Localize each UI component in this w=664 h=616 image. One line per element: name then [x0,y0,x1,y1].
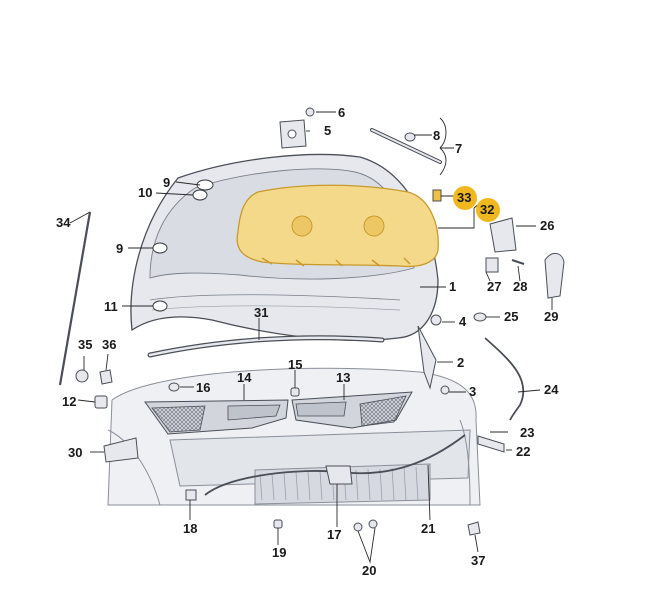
callout-23: 23 [520,425,535,440]
leader-lines [69,111,553,564]
callout-14: 14 [237,370,252,385]
callout-22: 22 [516,444,531,459]
callout-29: 29 [544,309,559,324]
callout-21: 21 [421,521,436,536]
callout-6: 6 [338,105,346,120]
callout-8: 8 [433,128,441,143]
callout-3: 3 [469,384,477,399]
callout-36: 36 [102,337,117,352]
callout-2: 2 [457,355,465,370]
callout-18: 18 [183,521,198,536]
plenum-cover-right [291,391,413,429]
callout-32: 32 [480,202,495,217]
callout-20: 20 [362,563,377,578]
callout-5: 5 [324,123,332,138]
callout-24: 24 [544,382,559,397]
callout-12: 12 [62,394,77,409]
callout-9-top: 9 [163,175,171,190]
highlight-circle-32 [476,198,500,222]
callout-26: 26 [540,218,555,233]
callout-15: 15 [288,357,303,372]
callout-16: 16 [196,380,211,395]
hardware-parts [75,107,565,536]
plenum-cover-left [144,399,289,435]
highlight-circle-33 [453,186,477,210]
callout-17: 17 [327,527,342,542]
callout-19: 19 [272,545,287,560]
callout-25: 25 [504,309,519,324]
callout-31: 31 [254,305,269,320]
callout-30: 30 [68,445,83,460]
hood-prop-rod [58,211,92,386]
callout-27: 27 [487,279,502,294]
callout-33: 33 [457,190,472,205]
callout-37: 37 [471,553,486,568]
callout-35: 35 [78,337,93,352]
callout-4: 4 [459,314,467,329]
callout-11: 11 [104,299,118,314]
callout-10: 10 [138,185,153,200]
callout-7: 7 [455,141,463,156]
hood-insulation-mat [236,184,439,268]
callout-28: 28 [513,279,528,294]
callout-34: 34 [56,215,71,230]
release-cable-side [484,337,525,421]
callout-13: 13 [336,370,351,385]
callout-9-side: 9 [116,241,124,256]
callout-1: 1 [449,279,457,294]
